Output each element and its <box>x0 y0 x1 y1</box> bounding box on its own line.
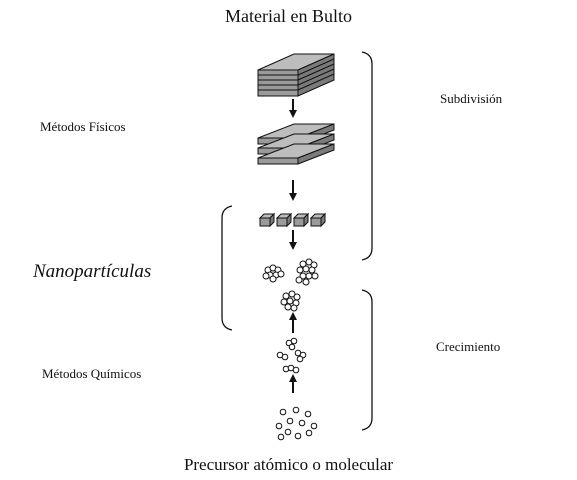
growth-label: Crecimiento <box>436 339 501 354</box>
physical-methods-label: Métodos Físicos <box>40 119 126 134</box>
bulk-material-label: Material en Bulto <box>225 6 352 26</box>
small-cubes-row <box>258 212 327 228</box>
growth-bracket <box>361 289 373 431</box>
nanoparticles-label: Nanopartículas <box>33 261 152 282</box>
nanoparticle-clusters <box>262 258 319 312</box>
chemical-methods-label: Métodos Químicos <box>42 366 142 381</box>
bulk-plate-stack <box>257 53 335 97</box>
scattered-atoms <box>275 406 318 441</box>
atomic-precursor-label: Precursor atómico o molecular <box>183 455 394 474</box>
subdivision-label: Subdivisión <box>440 91 503 106</box>
subdivision-bracket <box>361 51 373 261</box>
small-atom-clusters <box>276 337 307 374</box>
nanoparticles-bracket <box>221 205 233 331</box>
separated-plate-stack <box>257 123 335 165</box>
